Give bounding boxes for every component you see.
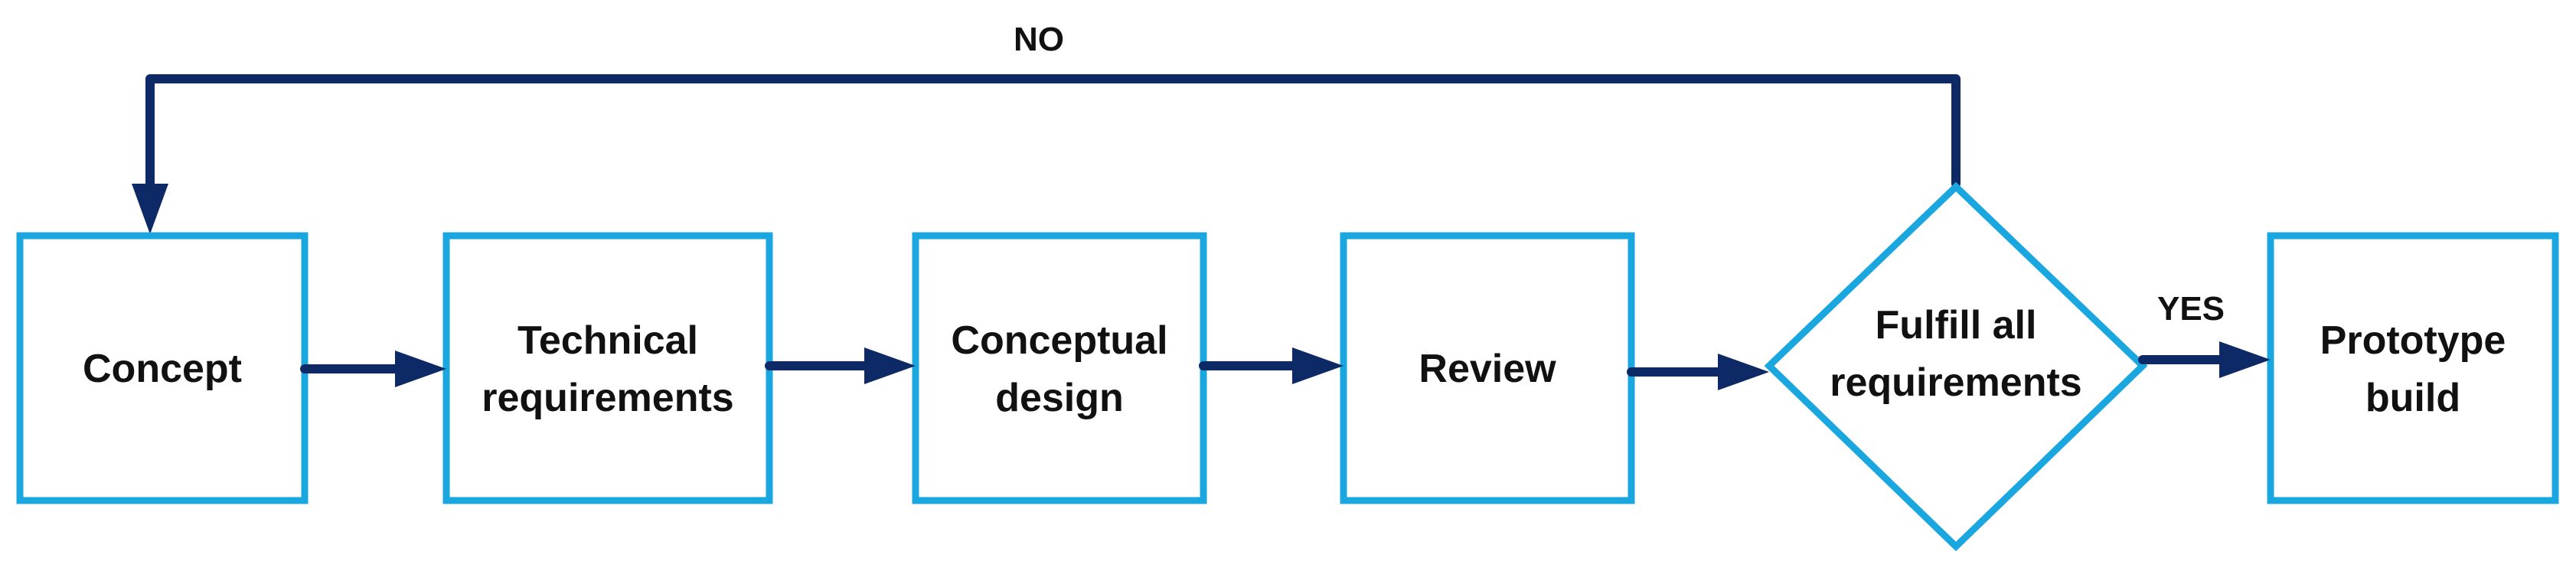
conceptual-design-box — [912, 232, 1207, 504]
technical-requirements-label-line2: requirements — [482, 376, 733, 420]
fulfill-requirements-label-line1: Fulfill all — [1876, 303, 2037, 347]
conceptual-design-label-line2: design — [995, 376, 1124, 420]
no-label: NO — [1014, 21, 1064, 58]
concept-label: Concept — [83, 347, 242, 391]
arrowhead-technical-to-conceptual — [864, 347, 916, 384]
yes-label: YES — [2157, 290, 2225, 328]
no-loop-arrowhead — [132, 184, 168, 234]
conceptual-design-label-line1: Conceptual — [951, 318, 1167, 363]
review-box — [1340, 232, 1635, 504]
arrowhead-concept-to-technical — [395, 351, 446, 387]
prototype-build-label-line2: build — [2365, 376, 2460, 420]
arrowhead-conceptual-to-review — [1292, 347, 1344, 384]
arrowhead-review-to-decision — [1718, 354, 1769, 390]
arrowhead-decision-to-prototype — [2219, 341, 2271, 378]
fulfill-requirements-diamond — [1764, 181, 2148, 552]
fulfill-requirements-label-line2: requirements — [1830, 360, 2081, 405]
technical-requirements-box — [442, 232, 773, 504]
review-label: Review — [1419, 347, 1556, 391]
concept-box — [16, 232, 309, 504]
no-loop-arrow — [145, 74, 1961, 192]
prototype-build-label-line1: Prototype — [2320, 318, 2506, 363]
prototype-build-box — [2267, 232, 2559, 504]
technical-requirements-label-line1: Technical — [517, 318, 698, 363]
